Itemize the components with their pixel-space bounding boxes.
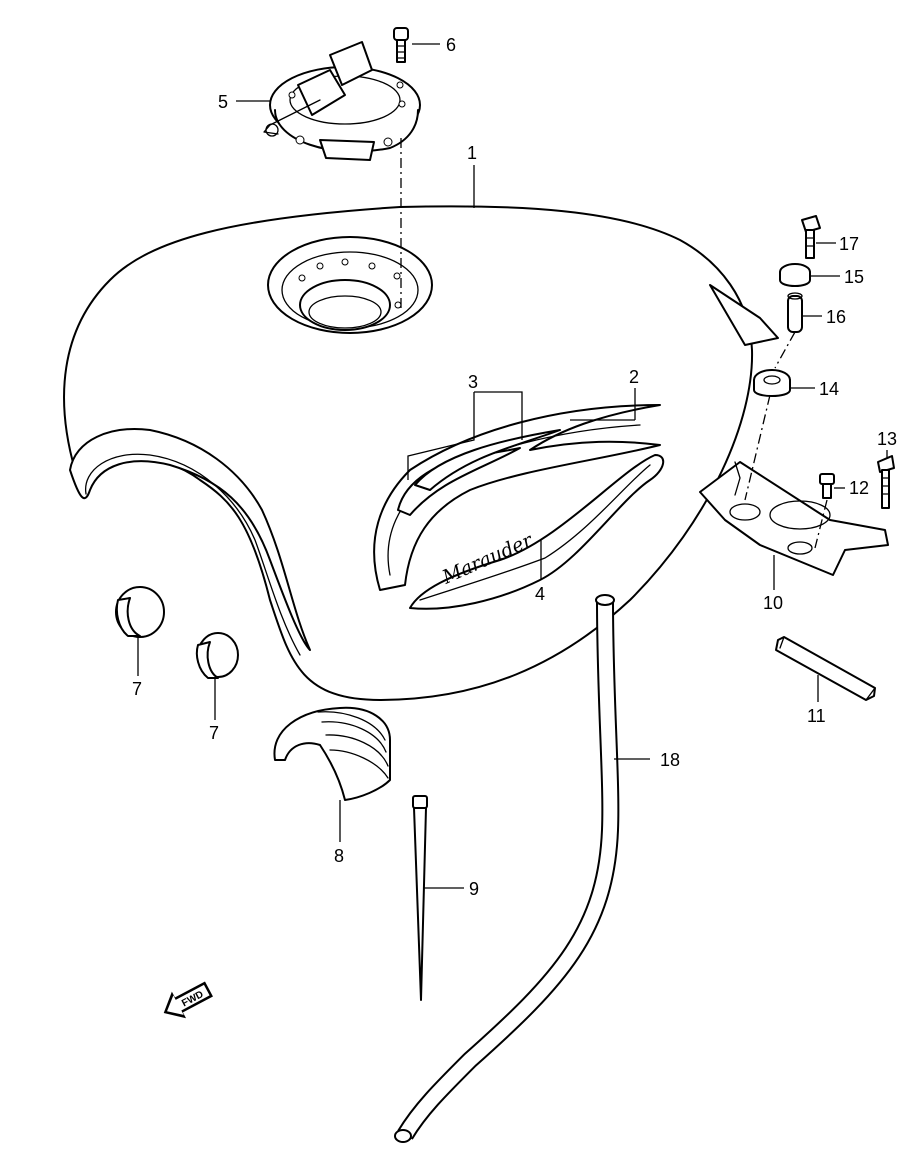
tank-cap-plug-2 [195, 632, 239, 679]
flame-decal [373, 404, 661, 591]
cap-screw [393, 27, 409, 63]
callout-7b: 7 [209, 723, 219, 743]
rubber-cushion [273, 706, 391, 801]
callout-17: 17 [839, 234, 859, 254]
breather-hose [394, 594, 620, 1143]
callout-4: 4 [535, 584, 545, 604]
callout-labels: 1 2 3 4 5 6 7 7 8 9 10 11 12 13 14 15 16… [132, 35, 897, 899]
rear-mounting-bracket [699, 461, 889, 576]
bracket-bolt [819, 473, 835, 499]
mount-washer [779, 263, 811, 287]
bracket-screw [877, 455, 895, 509]
callout-1: 1 [467, 143, 477, 163]
leader-lines [137, 43, 888, 889]
callout-15: 15 [844, 267, 864, 287]
fuel-tank [63, 205, 779, 701]
mount-cushion [753, 369, 791, 397]
callout-10: 10 [763, 593, 783, 613]
callout-6: 6 [446, 35, 456, 55]
callout-5: 5 [218, 92, 228, 112]
mount-bolt [801, 215, 821, 259]
callout-13: 13 [877, 429, 897, 449]
callout-14: 14 [819, 379, 839, 399]
callout-11: 11 [807, 706, 826, 726]
callout-9: 9 [469, 879, 479, 899]
callout-3: 3 [468, 372, 478, 392]
fwd-arrow-icon: FWD [163, 981, 213, 1019]
callout-2: 2 [629, 367, 639, 387]
callout-12: 12 [849, 478, 869, 498]
fuel-cap [263, 41, 421, 161]
callout-8: 8 [334, 846, 344, 866]
cable-tie [412, 795, 428, 1001]
callout-16: 16 [826, 307, 846, 327]
mount-collar [787, 292, 803, 333]
callout-18: 18 [660, 750, 680, 770]
assembly-lines [400, 138, 828, 549]
rubber-strip [775, 636, 876, 701]
tank-cap-plug-1 [115, 586, 165, 638]
callout-7a: 7 [132, 679, 142, 699]
